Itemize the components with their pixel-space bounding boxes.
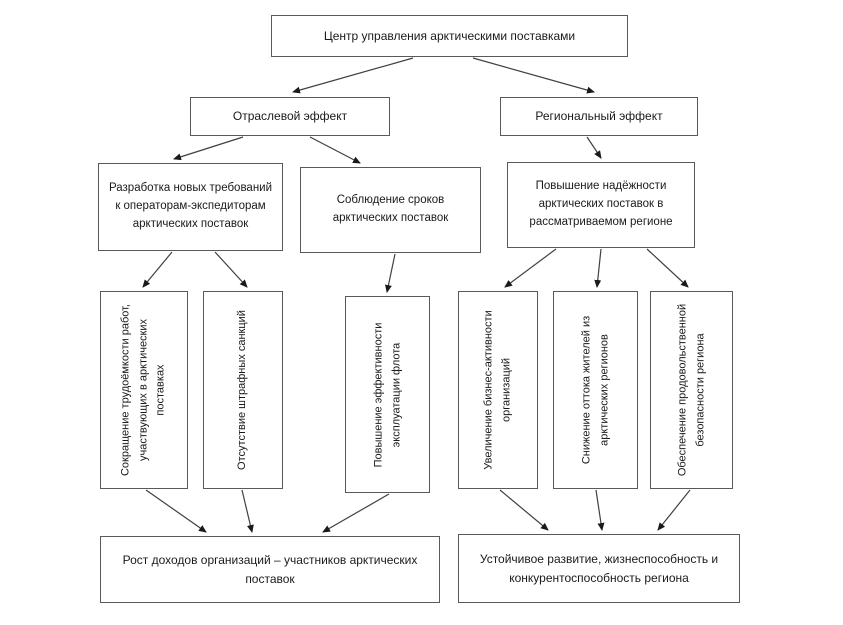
arrow-labor-income: [145, 489, 207, 533]
arrow-reliability-business: [504, 248, 557, 288]
node-resident-outflow: Снижение оттока жителей из арктических р…: [553, 291, 638, 489]
node-food-security-label: Обеспечение продовольственной безопаснос…: [675, 303, 706, 477]
node-sustainable-development: Устойчивое развитие, жизнеспособность и …: [458, 534, 740, 603]
node-no-penalties: Отсутствие штрафных санкций: [203, 291, 283, 489]
node-supply-deadlines: Соблюдение сроков арктических поставок: [300, 167, 481, 253]
node-fleet-efficiency: Повышение эффективности эксплуатации фло…: [345, 296, 430, 493]
arrow-regional-reliability: [586, 136, 602, 159]
arrow-root-industry: [292, 57, 414, 94]
node-supply-management-center: Центр управления арктическими поставками: [271, 15, 628, 57]
node-business-activity-label: Увеличение бизнес-активности организаций: [482, 310, 512, 470]
arrow-outflow-sustainability: [595, 489, 605, 531]
arrow-deadlines-fleet: [385, 253, 396, 293]
node-industry-effect-label: Отраслевой эффект: [232, 109, 348, 124]
node-income-growth: Рост доходов организаций – участников ар…: [100, 536, 440, 603]
node-labor-reduction: Сокращение трудоёмкости работ, участвующ…: [100, 291, 188, 489]
arrow-fleet-income: [322, 493, 390, 533]
node-fleet-efficiency-label: Повышение эффективности эксплуатации фло…: [371, 322, 402, 467]
node-business-activity: Увеличение бизнес-активности организаций: [458, 291, 538, 489]
node-regional-effect-label: Региональный эффект: [535, 109, 663, 124]
arrow-root-regional: [472, 57, 595, 94]
arrow-reliability-outflow: [594, 248, 602, 288]
node-supply-reliability-label: Повышение надёжности арктических поставо…: [529, 180, 673, 228]
node-new-requirements: Разработка новых требований к операторам…: [98, 163, 283, 251]
node-regional-effect: Региональный эффект: [500, 97, 698, 136]
arrow-industry-deadlines: [309, 136, 361, 164]
node-supply-management-center-label: Центр управления арктическими поставками: [323, 28, 576, 43]
arrow-reliability-food: [646, 248, 689, 288]
arrow-requirements-labor: [142, 251, 173, 288]
node-supply-deadlines-label: Соблюдение сроков арктических поставок: [332, 194, 449, 224]
node-labor-reduction-label: Сокращение трудоёмкости работ, участвующ…: [119, 304, 167, 477]
node-food-security: Обеспечение продовольственной безопаснос…: [650, 291, 733, 489]
arrow-industry-requirements: [173, 136, 244, 161]
node-no-penalties-label: Отсутствие штрафных санкций: [236, 310, 249, 470]
node-resident-outflow-label: Снижение оттока жителей из арктических р…: [579, 315, 610, 465]
arrow-food-sustainability: [657, 489, 691, 531]
arrow-penalties-income: [241, 489, 254, 533]
arrow-business-sustainability: [499, 489, 549, 531]
node-supply-reliability: Повышение надёжности арктических поставо…: [507, 162, 695, 248]
arrow-requirements-penalties: [214, 251, 248, 288]
node-income-growth-label: Рост доходов организаций – участников ар…: [122, 552, 418, 586]
node-industry-effect: Отраслевой эффект: [190, 97, 390, 136]
node-new-requirements-label: Разработка новых требований к операторам…: [108, 182, 273, 230]
node-sustainable-development-label: Устойчивое развитие, жизнеспособность и …: [479, 551, 719, 585]
